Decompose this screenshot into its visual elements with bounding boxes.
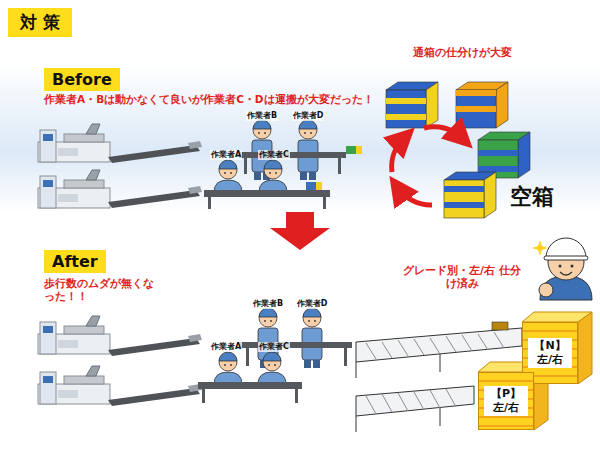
section-label: After <box>52 252 98 271</box>
worker-label: 作業者A <box>210 342 242 352</box>
worker-label: 作業者C <box>258 342 290 352</box>
note-text: 作業者A・Bは動かなくて良いが作業者C・Dは運搬が大変だった！ <box>44 93 374 106</box>
section-tag: Before <box>44 68 120 91</box>
worker-label: 作業者A <box>210 150 242 160</box>
note-text: グレード別・左/右 仕分け済み <box>399 264 525 290</box>
worker-label: 作業者C <box>258 150 290 160</box>
worker-label: 作業者B <box>246 111 278 121</box>
crate-label: 【N】 左/右 <box>528 338 572 368</box>
crate-box: 【P】 左/右 <box>478 372 534 430</box>
title-box: 対 策 <box>8 8 72 37</box>
crate-label: 【P】 左/右 <box>484 386 528 416</box>
worker-label: 作業者B <box>252 299 284 309</box>
worker-label: 作業者D <box>292 111 325 121</box>
worker-label: 作業者D <box>296 299 329 309</box>
big-label: 空箱 <box>510 184 554 210</box>
section-label: Before <box>52 70 112 89</box>
section-tag: After <box>44 250 106 273</box>
note-text: 通箱の仕分けが大変 <box>413 46 512 59</box>
title-text: 対 策 <box>20 12 60 32</box>
note-text: 歩行数のムダが無くなった！！ <box>44 277 162 303</box>
